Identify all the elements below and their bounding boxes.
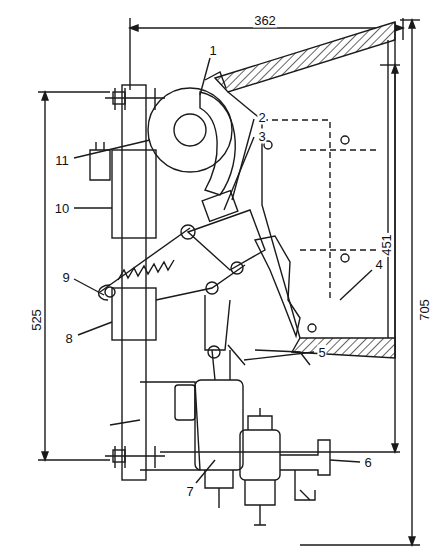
callout-number: 8 <box>64 331 73 346</box>
dimension-value: 451 <box>379 233 394 257</box>
callout-number: 4 <box>374 257 383 272</box>
dimension-value: 525 <box>29 308 44 332</box>
callout-number: 5 <box>317 345 326 360</box>
callout-number: 1 <box>208 43 217 58</box>
callout-number: 7 <box>185 484 194 499</box>
dimension-value: 705 <box>417 298 432 322</box>
callout-number: 6 <box>363 455 372 470</box>
callout-number: 10 <box>54 201 70 216</box>
callout-number: 9 <box>61 270 70 285</box>
dimension-value: 362 <box>253 13 277 28</box>
callout-number: 11 <box>54 153 70 168</box>
callout-number: 2 <box>257 110 266 125</box>
callout-number: 3 <box>257 129 266 144</box>
